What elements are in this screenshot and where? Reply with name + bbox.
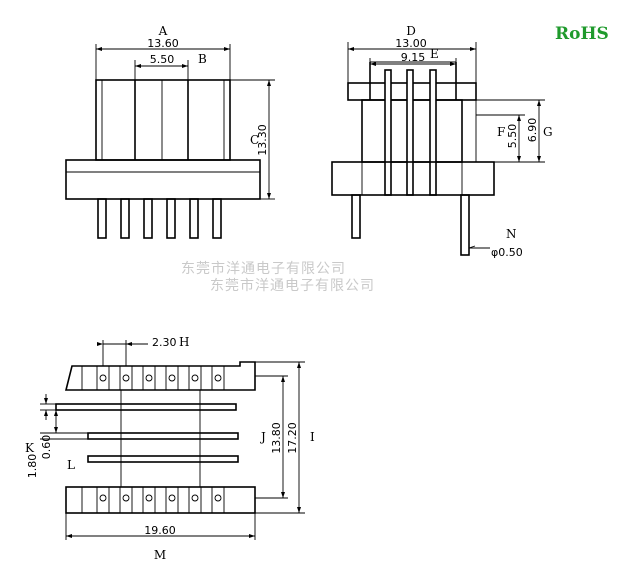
bottom-letter-l: L	[67, 458, 75, 472]
bottom-dim-width: 19.60	[144, 524, 176, 537]
watermark-line-1: 东莞市洋通电子有限公司	[181, 260, 346, 277]
side-pin-left	[351, 194, 361, 239]
front-dim-height: 13.30	[256, 124, 269, 156]
side-dim-f: 5.50	[506, 124, 519, 149]
bottom-letter-i: I	[310, 430, 315, 444]
front-view: A 13.60 5.50 B 13.30 C	[65, 24, 275, 239]
side-pin-right	[460, 194, 470, 256]
bottom-dim-inner: 13.80	[270, 422, 283, 454]
front-dim-width: 13.60	[147, 37, 179, 50]
front-letter-c: C	[250, 133, 259, 147]
rohs-badge: RoHS	[555, 24, 609, 44]
side-dim-width: 13.00	[395, 37, 427, 50]
side-view: D 13.00 9.15 E 5.50 6.90 F G N φ0.50	[331, 24, 553, 259]
side-dim-g: 6.90	[526, 118, 539, 143]
side-dim-inner: 9.15	[401, 51, 426, 64]
side-letter-n: N	[506, 227, 517, 241]
bottom-view: 2.30 H 17.20 13.80 I J 0.60 1.80 K L	[25, 335, 315, 562]
front-pins	[97, 198, 222, 239]
side-dim-pin: φ0.50	[491, 246, 523, 259]
bottom-dim-k: 0.60	[40, 435, 53, 460]
watermark-line-2: 东莞市洋通电子有限公司	[210, 277, 375, 294]
top-slots	[96, 365, 225, 391]
front-letter-b: B	[198, 52, 207, 66]
bottom-letter-k: K	[25, 441, 35, 455]
bottom-letter-m: M	[154, 548, 166, 562]
side-letter-d: D	[406, 24, 416, 38]
bottom-dim-l: 1.80	[26, 454, 39, 479]
side-letter-e: E	[430, 47, 439, 61]
bottom-dim-pitch: 2.30	[152, 336, 177, 349]
front-letter-a: A	[158, 24, 168, 38]
side-letter-g: G	[543, 125, 553, 139]
bottom-dim-outer: 17.20	[286, 422, 299, 454]
bottom-letter-h: H	[179, 335, 189, 349]
front-dim-core: 5.50	[150, 53, 175, 66]
side-letter-f: F	[497, 125, 505, 139]
bottom-letter-j: J	[259, 430, 266, 444]
bottom-slots	[96, 486, 225, 514]
